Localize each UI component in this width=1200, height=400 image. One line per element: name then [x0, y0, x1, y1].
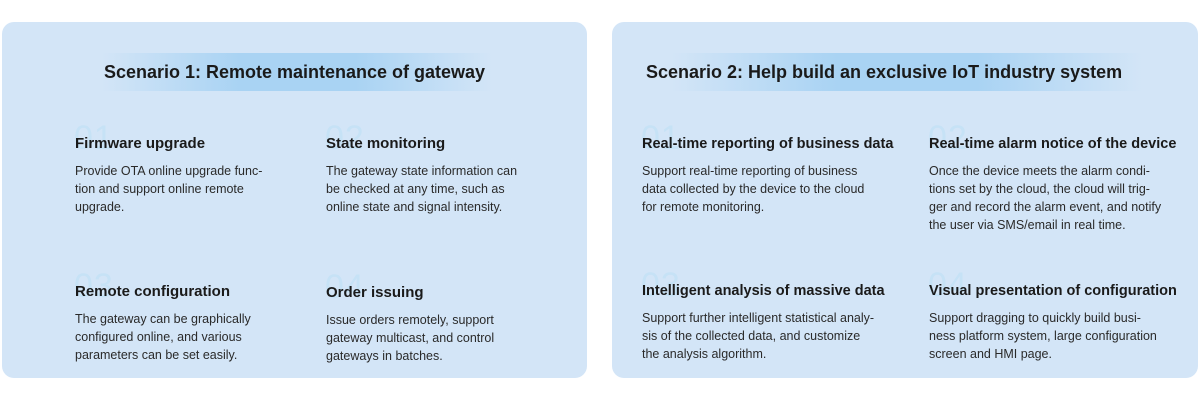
desc-line: the user via SMS/email in real time. — [929, 218, 1126, 232]
item-number: 01 — [74, 119, 114, 157]
desc-line: Support dragging to quickly build busi- — [929, 311, 1141, 325]
desc-line: Support further intelligent statistical … — [642, 311, 875, 325]
item-description: Once the device meets the alarm condi- t… — [929, 162, 1189, 234]
desc-line: The gateway state information can — [326, 164, 518, 178]
feature-item-realtime-alarm: 02 Real-time alarm notice of the device … — [928, 121, 1189, 234]
desc-line: tion and support online remote — [75, 182, 244, 196]
desc-line: the analysis algorithm. — [642, 347, 767, 361]
item-number: 02 — [325, 119, 365, 157]
item-description: Support real-time reporting of business … — [642, 162, 902, 216]
desc-line: The gateway can be graphically — [75, 312, 251, 326]
item-title: Firmware upgrade — [75, 135, 206, 152]
scenario-1-panel: Scenario 1: Remote maintenance of gatewa… — [2, 22, 587, 378]
item-number: 04 — [928, 266, 968, 304]
scenario-1-title: Scenario 1: Remote maintenance of gatewa… — [103, 62, 486, 82]
feature-item-remote-configuration: 03 Remote configuration The gateway can … — [74, 269, 335, 364]
item-number: 03 — [74, 267, 114, 305]
item-number: 01 — [641, 119, 681, 157]
desc-line: gateways in batches. — [326, 349, 443, 363]
desc-line: for remote monitoring. — [642, 200, 765, 214]
item-title: Real-time alarm notice of the device — [929, 136, 1177, 152]
desc-line: online state and signal intensity. — [326, 200, 503, 214]
item-title: Remote configuration — [75, 283, 231, 300]
scenario-2-title: Scenario 2: Help build an exclusive IoT … — [646, 62, 1123, 82]
desc-line: Support real-time reporting of business — [642, 164, 858, 178]
item-description: Support dragging to quickly build busi- … — [929, 309, 1189, 363]
desc-line: Provide OTA online upgrade func- — [75, 164, 263, 178]
desc-line: configured online, and various — [75, 330, 242, 344]
item-title: State monitoring — [326, 135, 446, 152]
item-title: Visual presentation of configuration — [929, 283, 1177, 299]
item-number: 04 — [325, 268, 365, 306]
desc-line: Once the device meets the alarm condi- — [929, 164, 1150, 178]
desc-line: sis of the collected data, and customize — [642, 329, 861, 343]
item-description: The gateway state information can be che… — [326, 162, 586, 216]
desc-line: ness platform system, large configuratio… — [929, 329, 1157, 343]
desc-line: ger and record the alarm event, and noti… — [929, 200, 1162, 214]
desc-line: data collected by the device to the clou… — [642, 182, 865, 196]
feature-item-realtime-reporting: 01 Real-time reporting of business data … — [641, 121, 902, 216]
desc-line: gateway multicast, and control — [326, 331, 495, 345]
feature-item-visual-presentation: 04 Visual presentation of configuration … — [928, 268, 1189, 363]
feature-item-intelligent-analysis: 03 Intelligent analysis of massive data … — [641, 268, 902, 363]
desc-line: be checked at any time, such as — [326, 182, 505, 196]
item-description: Provide OTA online upgrade func- tion an… — [75, 162, 335, 216]
title-highlight-bar — [672, 53, 1142, 91]
desc-line: Issue orders remotely, support — [326, 313, 494, 327]
item-title: Order issuing — [326, 284, 424, 301]
feature-item-order-issuing: 04 Order issuing Issue orders remotely, … — [325, 270, 586, 365]
desc-line: parameters can be set easily. — [75, 348, 238, 362]
item-description: Issue orders remotely, support gateway m… — [326, 311, 586, 365]
scenario-2-panel: Scenario 2: Help build an exclusive IoT … — [612, 22, 1198, 378]
item-description: The gateway can be graphically configure… — [75, 310, 335, 364]
item-number: 02 — [928, 119, 968, 157]
item-description: Support further intelligent statistical … — [642, 309, 902, 363]
feature-item-state-monitoring: 02 State monitoring The gateway state in… — [325, 121, 586, 216]
title-highlight-bar — [102, 53, 492, 91]
feature-item-firmware-upgrade: 01 Firmware upgrade Provide OTA online u… — [74, 121, 335, 216]
desc-line: upgrade. — [75, 200, 125, 214]
desc-line: tions set by the cloud, the cloud will t… — [929, 182, 1150, 196]
item-number: 03 — [641, 266, 681, 304]
item-title: Real-time reporting of business data — [642, 136, 894, 152]
item-title: Intelligent analysis of massive data — [642, 283, 885, 299]
desc-line: screen and HMI page. — [929, 347, 1052, 361]
